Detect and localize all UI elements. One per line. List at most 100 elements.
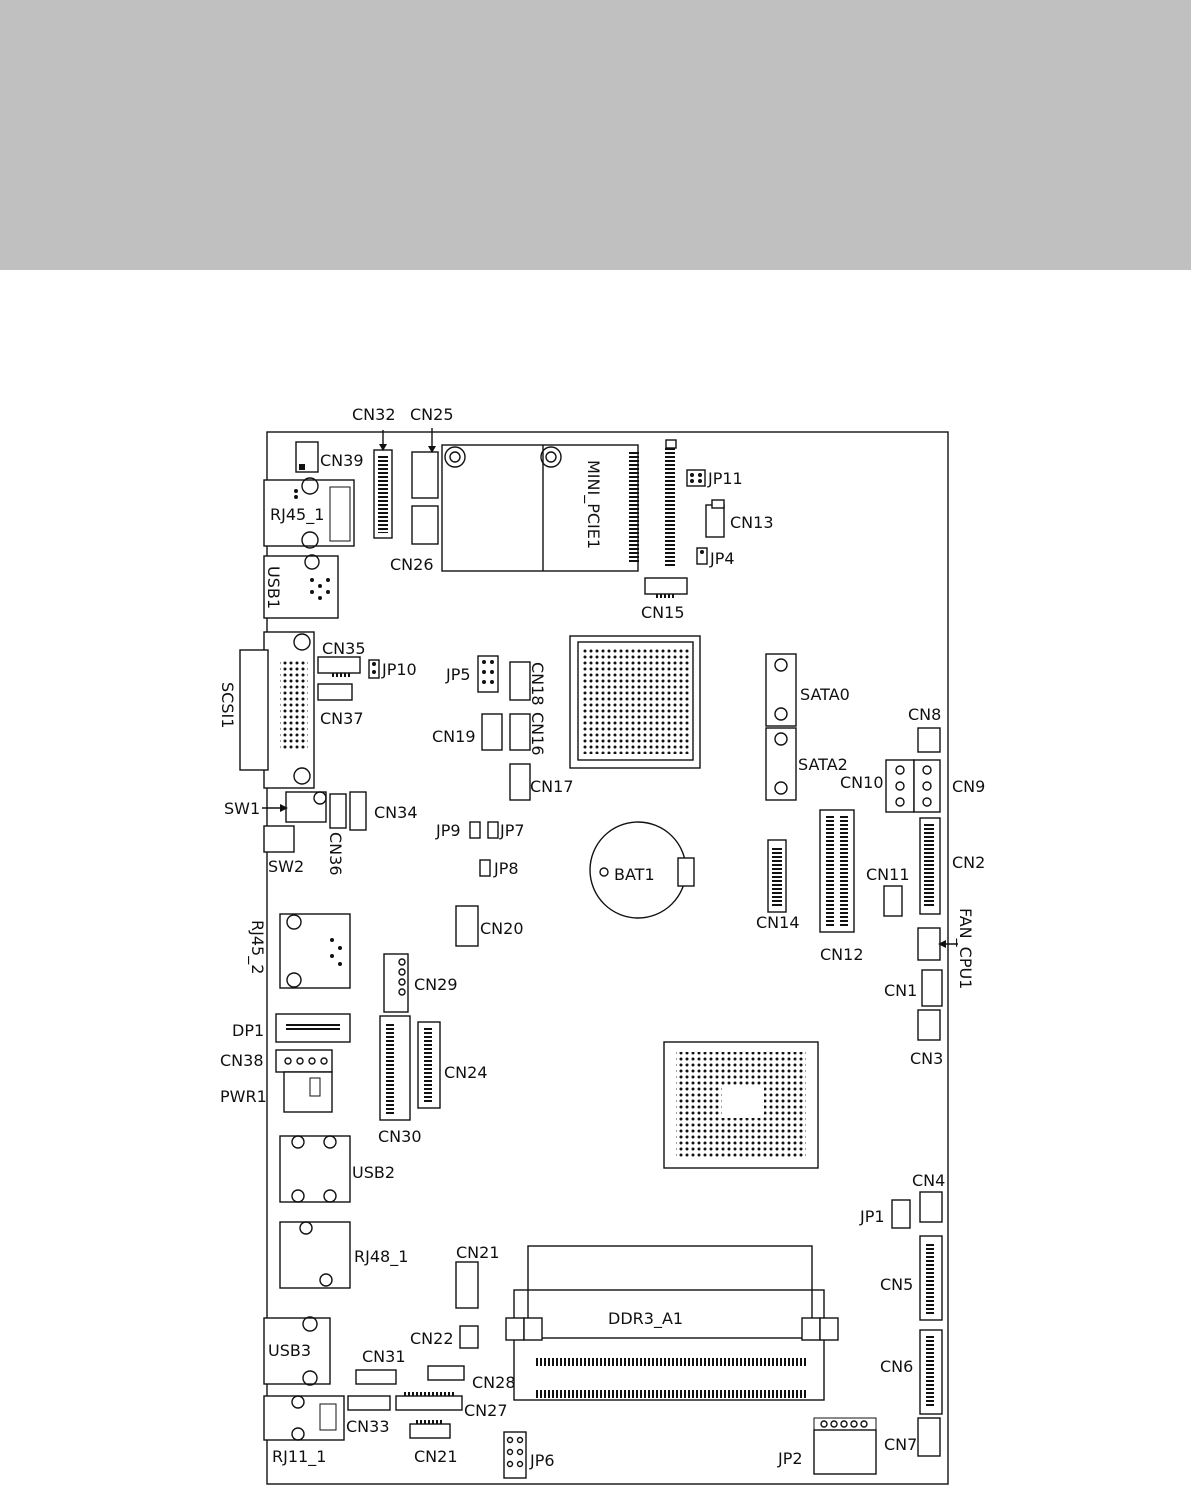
bat1-battery: [589, 821, 695, 919]
cn9-connector: [913, 759, 941, 813]
sw2-switch: [263, 825, 295, 853]
rj45-1-port: [263, 477, 355, 549]
cn37-connector: [317, 683, 353, 701]
label-scsi1: SCSI1: [218, 682, 237, 728]
rj48-1-port: [279, 1221, 351, 1289]
label-cn24: CN24: [444, 1063, 488, 1082]
label-cn15: CN15: [641, 603, 685, 622]
label-cn37: CN37: [320, 709, 364, 728]
cn18-connector: [509, 661, 531, 701]
label-sata0: SATA0: [800, 685, 850, 704]
cn21-bottom-connector: [409, 1420, 451, 1439]
cn24-connector: [417, 1021, 441, 1109]
label-usb1: USB1: [264, 566, 283, 609]
cn30-connector: [379, 1015, 411, 1121]
label-cn21-bottom: CN21: [414, 1447, 458, 1466]
rj11-1-port: [263, 1395, 345, 1441]
sata2-connector: [765, 727, 797, 801]
scsi1-connector: [239, 631, 315, 789]
label-cn7: CN7: [884, 1435, 917, 1454]
label-bat1: BAT1: [614, 865, 655, 884]
label-cn20: CN20: [480, 919, 524, 938]
cn36-connector: [329, 793, 347, 829]
label-cn33: CN33: [346, 1417, 390, 1436]
label-dp1: DP1: [232, 1021, 264, 1040]
label-cn38: CN38: [220, 1051, 264, 1070]
cn21-top-connector: [455, 1261, 479, 1309]
label-usb3: USB3: [268, 1341, 311, 1360]
label-rj11-1: RJ11_1: [272, 1447, 326, 1467]
cn11-connector: [883, 885, 903, 917]
label-cn11: CN11: [866, 865, 910, 884]
label-mini-pcie1: MINI_PCIE1: [583, 460, 603, 549]
label-cn14: CN14: [756, 913, 800, 932]
usb2-port: [279, 1135, 351, 1203]
cn14-connector: [767, 839, 787, 913]
jp4-jumper: [696, 547, 708, 565]
label-cn19: CN19: [432, 727, 476, 746]
cn22-connector: [459, 1325, 479, 1349]
pwr1-connector: [283, 1071, 333, 1113]
cn19-connector: [481, 713, 503, 751]
cn16-connector: [509, 713, 531, 751]
label-cn4: CN4: [912, 1171, 945, 1190]
label-jp7: JP7: [499, 821, 525, 840]
label-cn30: CN30: [378, 1127, 422, 1146]
label-rj48-1: RJ48_1: [354, 1247, 408, 1267]
dp1-port: [275, 1013, 351, 1043]
label-ddr3-a1: DDR3_A1: [608, 1309, 683, 1329]
ddr3-a1-slot: [505, 1245, 839, 1401]
cn2-connector: [919, 817, 941, 915]
label-cn3: CN3: [910, 1049, 943, 1068]
label-jp6: JP6: [529, 1451, 555, 1470]
label-cn16: CN16: [528, 712, 547, 756]
label-jp8: JP8: [493, 859, 519, 878]
cn32-connector: [373, 449, 393, 539]
cn5-connector: [919, 1235, 943, 1321]
jp2-connector: [813, 1417, 877, 1475]
label-rj45-2: RJ45_2: [247, 920, 267, 974]
jp8-jumper: [479, 859, 491, 877]
jp9-jumper: [469, 821, 481, 839]
label-jp1: JP1: [859, 1207, 885, 1226]
usb3-port: [263, 1316, 331, 1386]
jp1-jumper: [891, 1199, 911, 1229]
label-jp11: JP11: [707, 469, 743, 488]
cn20-connector: [455, 905, 479, 947]
label-cn8: CN8: [908, 705, 941, 724]
label-cn39: CN39: [320, 451, 364, 470]
cn12-connector: [819, 809, 855, 933]
jp5-jumper: [477, 655, 499, 693]
cn34-connector: [349, 791, 367, 831]
cpu-bga-chip: [569, 635, 701, 769]
label-rj45-1: RJ45_1: [270, 505, 324, 525]
label-jp4: JP4: [709, 549, 735, 568]
cn25-connector: [411, 451, 439, 545]
label-cn10: CN10: [840, 773, 884, 792]
jp6-jumper: [503, 1431, 527, 1479]
cn38-connector: [275, 1049, 333, 1073]
board-outline: [266, 431, 949, 1485]
label-cn12: CN12: [820, 945, 864, 964]
label-cn13: CN13: [730, 513, 774, 532]
cn29-connector: [383, 953, 409, 1013]
cn31-connector: [355, 1369, 397, 1385]
cn13-connector: [705, 499, 725, 538]
cn1-connector: [921, 969, 943, 1007]
label-cn9: CN9: [952, 777, 985, 796]
cn33-connector: [347, 1395, 391, 1411]
label-jp10: JP10: [381, 660, 417, 679]
jp7-jumper: [487, 821, 499, 839]
cn27-connector: [395, 1392, 463, 1411]
label-usb2: USB2: [352, 1163, 395, 1182]
label-cn29: CN29: [414, 975, 458, 994]
cn3-connector: [917, 1009, 941, 1041]
cn28-connector: [427, 1365, 465, 1381]
label-cn22: CN22: [410, 1329, 454, 1348]
cn7-connector: [917, 1417, 941, 1457]
label-pwr1: PWR1: [220, 1087, 267, 1106]
label-cn26: CN26: [390, 555, 434, 574]
label-cn25: CN25: [410, 405, 454, 424]
label-jp9: JP9: [435, 821, 461, 840]
